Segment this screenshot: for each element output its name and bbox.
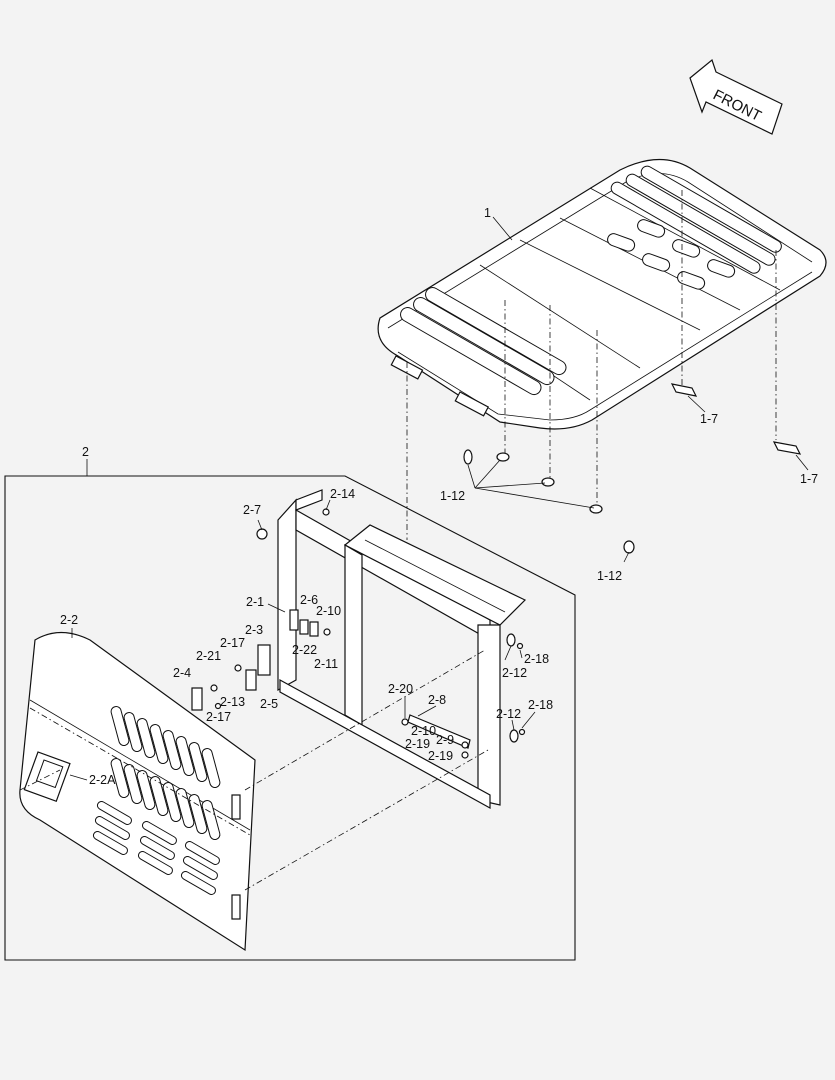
callout-2-2: 2-2 — [60, 613, 78, 627]
callout-2-17: 2-17 — [220, 636, 245, 650]
callout-2-18: 2-18 — [528, 698, 553, 712]
grille-panel-part — [19, 631, 256, 952]
callout-2-2A: 2-2A — [89, 773, 116, 787]
front-arrow-icon: FRONT — [689, 58, 783, 135]
callout-2-17: 2-17 — [206, 710, 231, 724]
callout-2-21: 2-21 — [196, 649, 221, 663]
roof-canopy-part — [377, 158, 827, 430]
callout-2-11: 2-11 — [314, 657, 338, 671]
callout-2-14: 2-14 — [330, 487, 355, 501]
callout-2-20: 2-20 — [388, 682, 413, 696]
callout-2-3: 2-3 — [245, 623, 263, 637]
roof-bracket — [670, 383, 802, 455]
callout-2-22: 2-22 — [292, 643, 317, 657]
assembly-2-frame-box — [4, 475, 576, 961]
grille-lower-vents — [92, 800, 220, 895]
grille-louver-slots — [110, 706, 221, 841]
callout-2-13: 2-13 — [220, 695, 245, 709]
callout-2-8: 2-8 — [428, 693, 446, 707]
callout-2-19: 2-19 — [405, 737, 430, 751]
callout-2-19: 2-19 — [428, 749, 453, 763]
callout-1-7: 1-7 — [700, 412, 718, 426]
callout-2-18: 2-18 — [524, 652, 549, 666]
callout-2-10: 2-10 — [411, 724, 436, 738]
latch-hardware — [191, 508, 526, 759]
callout-2-7: 2-7 — [243, 503, 261, 517]
callout-1: 1 — [484, 206, 491, 220]
roof-front-vents — [610, 165, 782, 274]
callout-1-7: 1-7 — [800, 472, 818, 486]
callout-2-12: 2-12 — [496, 707, 521, 721]
callout-2-9: 2-9 — [436, 733, 454, 747]
callout-2-6: 2-6 — [300, 593, 318, 607]
roof-grommet — [463, 449, 635, 554]
callout-2-12: 2-12 — [502, 666, 527, 680]
roof-mid-vents — [607, 219, 736, 290]
callout-1-12: 1-12 — [440, 489, 465, 503]
callout-2-1: 2-1 — [246, 595, 264, 609]
leader-lines — [69, 216, 809, 781]
callout-2-4: 2-4 — [173, 666, 191, 680]
callout-2-10: 2-10 — [316, 604, 341, 618]
callout-1-12: 1-12 — [597, 569, 622, 583]
grille-frame-part — [277, 489, 527, 810]
callout-2-5: 2-5 — [260, 697, 278, 711]
callout-2: 2 — [82, 445, 89, 459]
roof-rear-vents — [400, 287, 567, 396]
